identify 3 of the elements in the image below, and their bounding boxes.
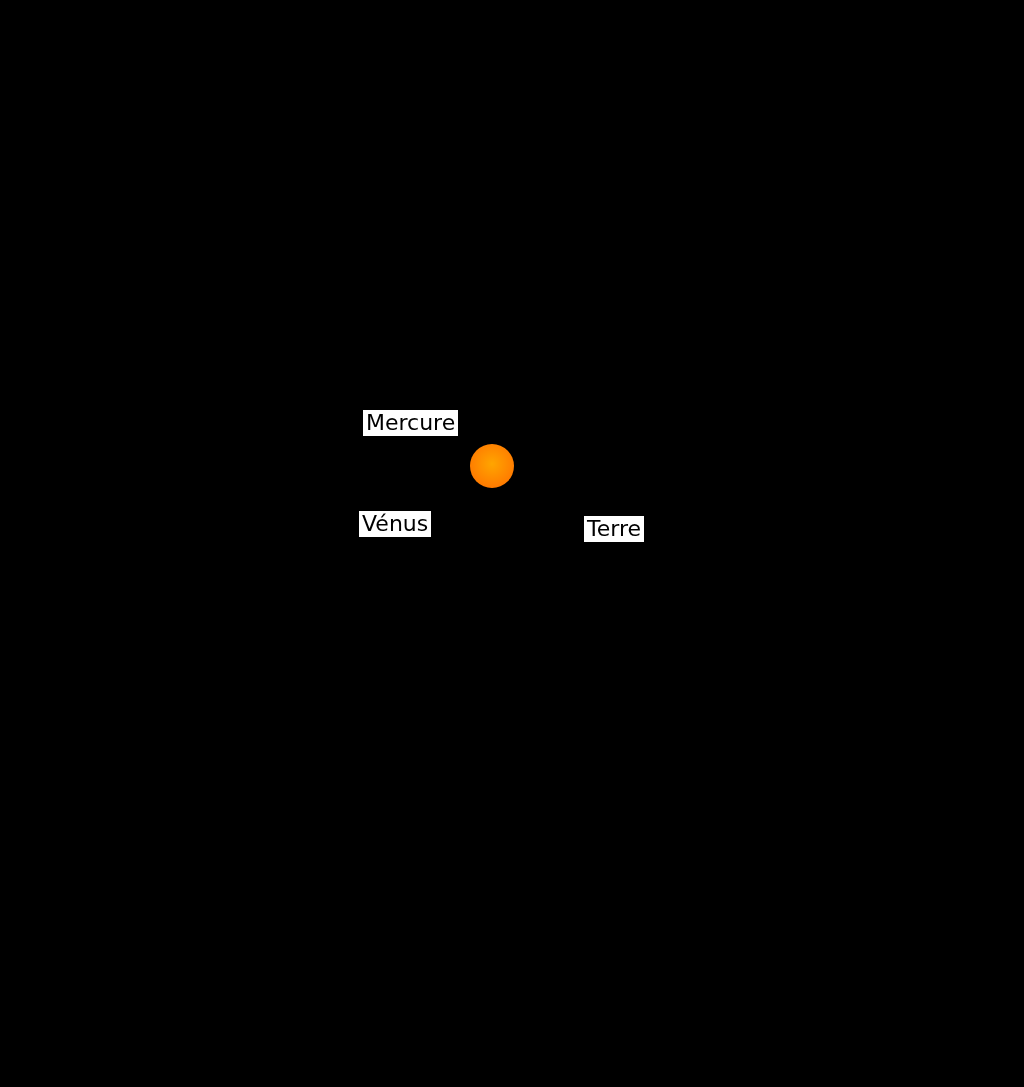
planet-label: Terre <box>584 516 644 542</box>
planet-label: Mercure <box>363 410 459 436</box>
planet-label: Vénus <box>359 511 432 537</box>
